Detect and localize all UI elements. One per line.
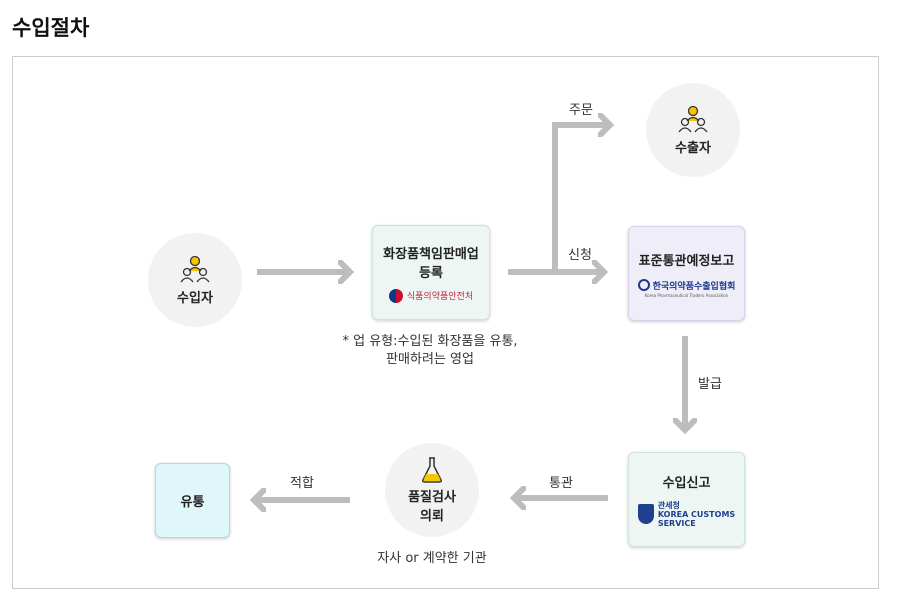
importer-label: 수입자 [177,290,213,306]
distribution-label: 유통 [180,495,205,510]
registration-node: 화장품책임판매업 등록 식품의약품안전처 [372,225,490,320]
edge-label-pass: 적합 [290,476,314,491]
kpta-label: 한국의약품수출입협회 [652,281,736,292]
registration-line1: 화장품책임판매업 [383,246,479,262]
people-icon [678,105,708,132]
customs-english-1: KOREA CUSTOMS [657,509,736,519]
people-icon [180,255,210,282]
arrow-order-to-exporter [552,125,610,272]
flask-icon [422,457,442,483]
diagram-frame [12,56,879,589]
page-title: 수입절차 [12,16,90,40]
report-node: 표준통관예정보고 한국의약품수출입협회 Korea Pharmaceutical… [628,226,745,321]
customs-shield-icon [637,504,654,524]
edge-label-issue: 발급 [698,377,722,392]
note-line2: 판매하려는 영업 [386,352,474,367]
distribution-node: 유통 [155,463,230,538]
business-type-note: * 업 유형:수입된 화장품을 유통, 판매하려는 영업 [330,333,530,369]
declaration-title: 수입신고 [662,475,711,491]
kpta-english: Korea Pharmaceutical Traders Association [644,292,729,298]
inspection-note: 자사 or 계약한 기관 [377,551,487,566]
exporter-label: 수출자 [675,140,711,156]
mfds-label: 식품의약품안전처 [406,292,474,302]
inspection-node: 품질검사 의뢰 [385,443,479,537]
customs-english-2: SERVICE [657,518,696,528]
importer-node: 수입자 [148,233,242,327]
inspection-line1: 품질검사 [408,490,456,505]
edge-label-apply: 신청 [568,248,592,263]
exporter-node: 수출자 [646,83,740,177]
registration-line2: 등록 [419,265,443,281]
inspection-line2: 의뢰 [420,509,444,524]
edge-label-order: 주문 [569,103,593,118]
declaration-node: 수입신고 관세청 KOREA CUSTOMS SERVICE [628,452,745,547]
kpta-logo-icon [637,279,650,291]
mfds-logo-icon [388,288,403,303]
edge-label-clearance: 통관 [549,476,573,491]
customs-label: 관세청 [657,500,680,510]
note-line1: * 업 유형:수입된 화장품을 유통, [342,334,518,349]
report-title: 표준통관예정보고 [638,253,735,269]
